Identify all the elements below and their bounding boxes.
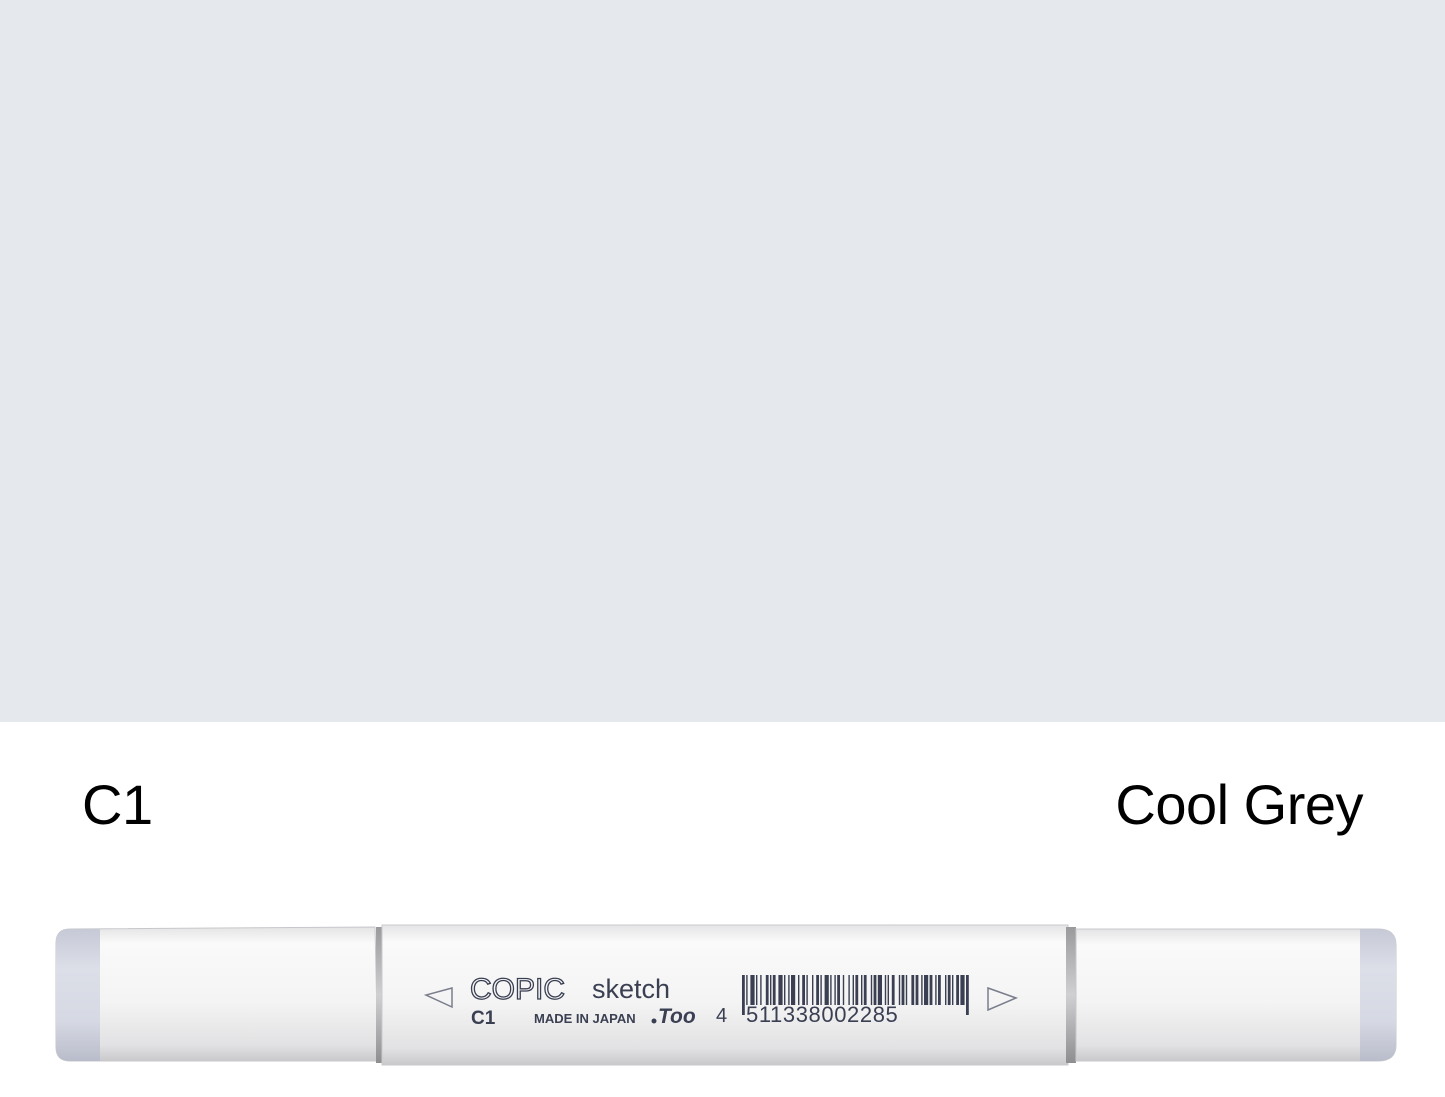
barcode-bar	[848, 975, 850, 1005]
barcode-bar	[778, 975, 783, 1005]
barcode-bar	[820, 975, 822, 1005]
barcode-bar	[852, 975, 854, 1005]
barcode-bar	[873, 975, 877, 1005]
barcode-bar	[905, 975, 908, 1005]
barcode-bar	[898, 975, 901, 1005]
barcode-lead-digit: 4	[716, 1005, 727, 1027]
barcode-bars	[742, 975, 969, 1015]
barcode-bar	[924, 975, 929, 1005]
barcode-bar	[746, 975, 748, 1005]
barcode-bar	[947, 975, 951, 1005]
right-seam	[1066, 927, 1076, 1063]
barcode-bar	[834, 975, 836, 1005]
barcode-bar	[935, 975, 937, 1005]
barcode-bar	[891, 975, 895, 1005]
brush-nib-arrow-icon	[987, 986, 1019, 1012]
marker-barrel	[381, 924, 1069, 1066]
color-code-label: C1	[82, 773, 153, 836]
barcode-digits: 511338002285	[746, 1002, 898, 1027]
marker-line: sketch	[592, 974, 670, 1004]
barcode-bar	[765, 975, 769, 1005]
barcode-bar	[863, 975, 867, 1005]
barcode-bar	[784, 975, 786, 1005]
left-seam	[376, 927, 382, 1063]
barcode-bar	[756, 975, 758, 1005]
barcode-bar	[788, 975, 790, 1005]
maker-logo: Too	[658, 1005, 696, 1028]
barcode-bar	[911, 975, 915, 1005]
barcode-bar	[929, 975, 933, 1005]
barcode-bar	[956, 975, 959, 1005]
barcode-bar	[960, 975, 965, 1005]
barcode-bar	[901, 975, 905, 1005]
barcode-bar	[742, 975, 745, 1015]
barcode-bar	[816, 975, 819, 1005]
barcode-bar	[966, 975, 969, 1015]
barcode-bar	[760, 975, 762, 1005]
barcode-bar	[798, 975, 800, 1005]
barcode: 4 511338002285	[716, 975, 969, 1027]
barcode-bar	[806, 975, 808, 1005]
color-name-label: Cool Grey	[1115, 773, 1363, 836]
barcode-bar	[750, 975, 755, 1005]
marker-image: COPIC sketch C1 MADE IN JAPAN Too 4 5113…	[55, 924, 1397, 1066]
maker-logo-dot	[651, 1018, 657, 1024]
barcode-bar	[861, 975, 863, 1005]
barcode-bar	[772, 975, 776, 1005]
barcode-bar	[915, 975, 919, 1005]
broad-nib-arrow-icon	[423, 987, 453, 1009]
barcode-bar	[921, 975, 923, 1005]
barcode-bar	[791, 975, 796, 1005]
made-in-text: MADE IN JAPAN	[534, 1011, 636, 1026]
barcode-bar	[824, 975, 829, 1005]
barcode-bar	[830, 975, 832, 1005]
barcode-bar	[887, 975, 889, 1005]
barcode-bar	[877, 975, 882, 1005]
marker-brand: COPIC	[470, 973, 565, 1006]
barcode-bar	[870, 975, 873, 1005]
barcode-bar	[938, 975, 941, 1005]
color-swatch	[0, 0, 1445, 722]
barcode-bar	[812, 975, 814, 1005]
barcode-bar	[945, 975, 947, 1005]
barcode-bar	[855, 975, 859, 1005]
marker-code: C1	[471, 1008, 496, 1029]
barcode-bar	[770, 975, 772, 1005]
barcode-bar	[837, 975, 840, 1005]
barcode-bar	[842, 975, 845, 1005]
barcode-bar	[952, 975, 954, 1005]
right-cap	[1075, 928, 1397, 1062]
left-cap	[55, 926, 379, 1062]
barcode-bar	[884, 975, 887, 1005]
barcode-bar	[802, 975, 805, 1005]
